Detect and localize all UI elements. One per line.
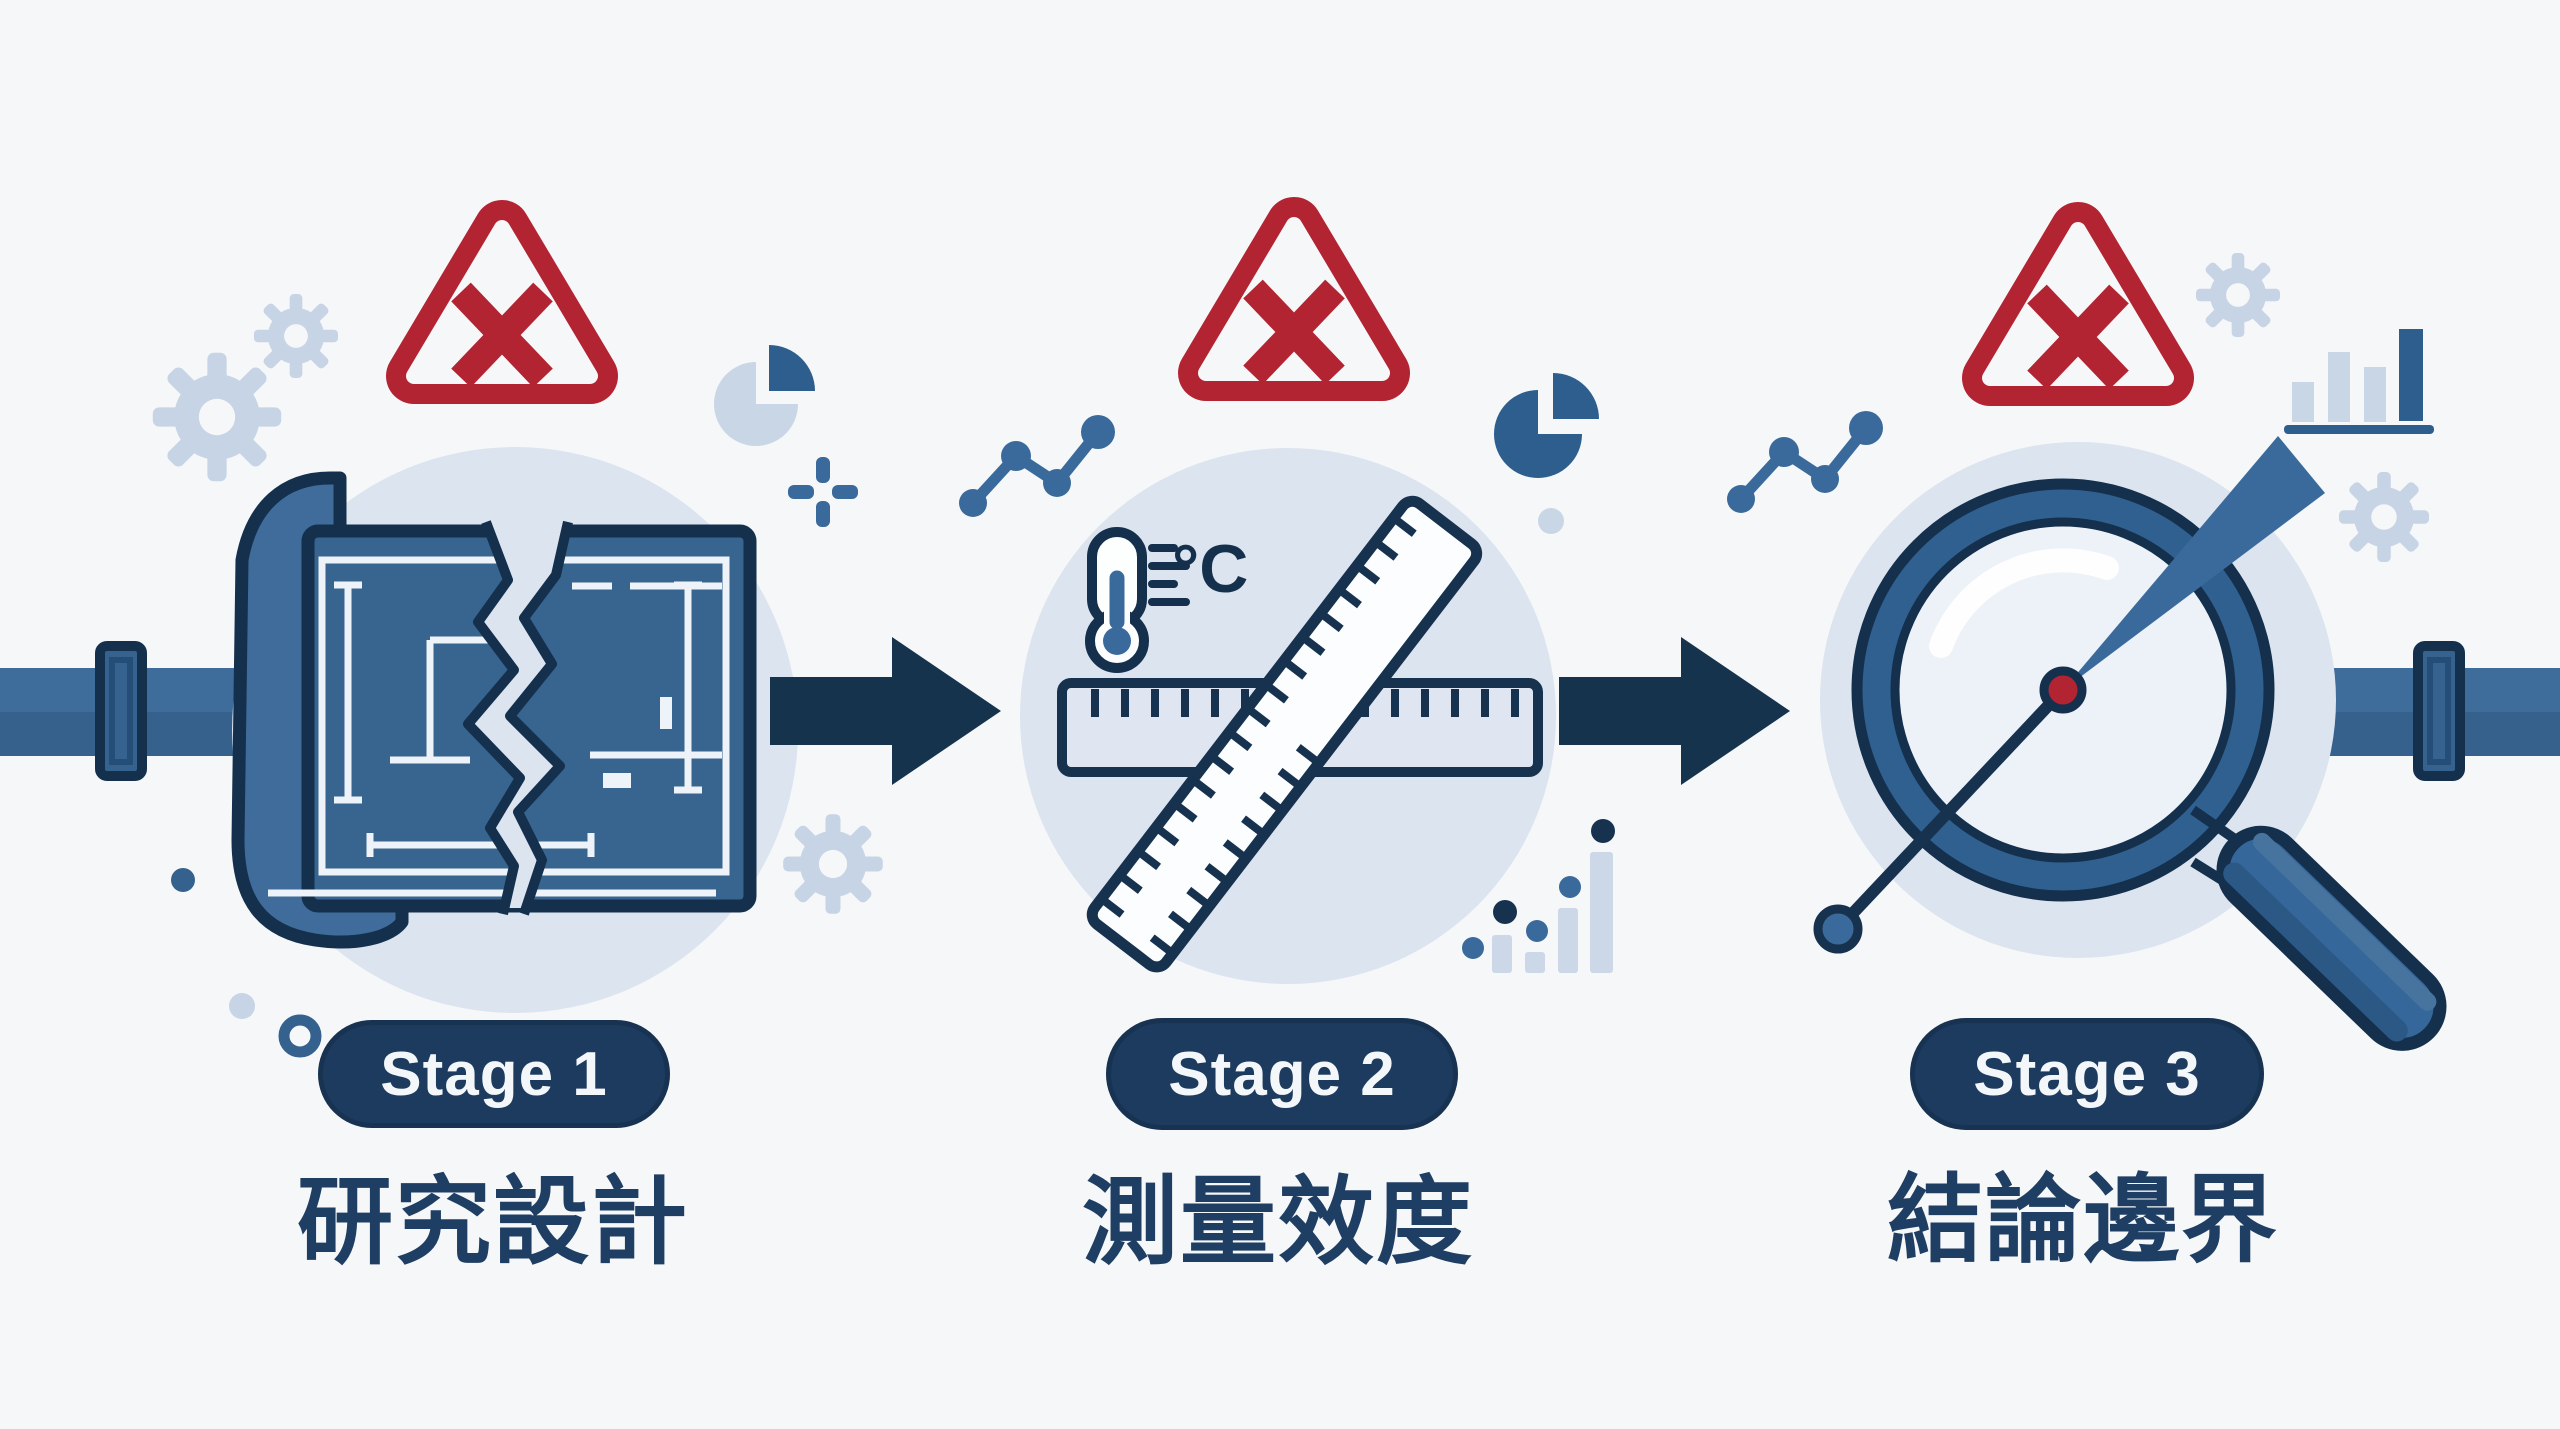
pipe-flange-left <box>95 641 147 781</box>
red-center-dot <box>2039 666 2087 714</box>
stage-1-caption: 研究設計 <box>297 1168 689 1276</box>
dot <box>1538 508 1564 534</box>
needle-end-node <box>1813 904 1863 954</box>
blueprint-crack <box>463 520 573 916</box>
stage-2-badge: Stage 2 <box>1106 1018 1458 1130</box>
magnifier-handle <box>2216 825 2447 1051</box>
flow-arrow-1 <box>770 637 1001 785</box>
stage-3-caption: 結論邊界 <box>1887 1166 2279 1274</box>
scatter-bar-icon <box>1462 819 1615 973</box>
cracked-blueprint-icon <box>231 471 757 949</box>
blueprint-door-mark <box>603 773 631 788</box>
stage-2-caption: 測量效度 <box>1082 1168 1474 1276</box>
lens-ring <box>1857 484 2269 896</box>
gear-icon <box>2339 472 2429 562</box>
line-chart-icon <box>959 415 1115 517</box>
stage-1-badge: Stage 1 <box>318 1020 670 1128</box>
ruler-diagonal-icon <box>1086 495 1483 973</box>
blueprint-window-mark <box>660 697 672 729</box>
warning-triangle-2 <box>1206 225 1382 375</box>
line-chart-icon <box>1727 411 1883 513</box>
crosshair-icon <box>788 457 858 527</box>
bar-chart-icon <box>2284 329 2434 434</box>
pie-chart-icon <box>714 345 815 446</box>
lens-highlight <box>1929 548 2119 658</box>
magnifier-pointer-icon <box>1813 436 2447 1051</box>
gear-icon <box>254 294 338 378</box>
gear-icon <box>152 352 282 482</box>
pipe-right <box>2300 641 2560 781</box>
gear-icon <box>783 814 883 914</box>
stage-3-badge: Stage 3 <box>1910 1018 2264 1130</box>
thermometer-icon <box>1085 527 1190 673</box>
warning-triangle-1 <box>414 228 590 378</box>
flow-arrow-2 <box>1559 637 1790 785</box>
needle-icon <box>1833 685 2068 934</box>
pie-chart-icon <box>1494 373 1599 478</box>
dots-decoration <box>171 868 322 1058</box>
warning-triangle-3 <box>1990 230 2166 380</box>
pipe-flange-right <box>2413 641 2465 781</box>
pointer-beam <box>2063 436 2325 690</box>
celsius-label: °C <box>1172 531 1249 607</box>
gear-icon <box>2196 253 2280 337</box>
pipe-left <box>0 641 246 781</box>
